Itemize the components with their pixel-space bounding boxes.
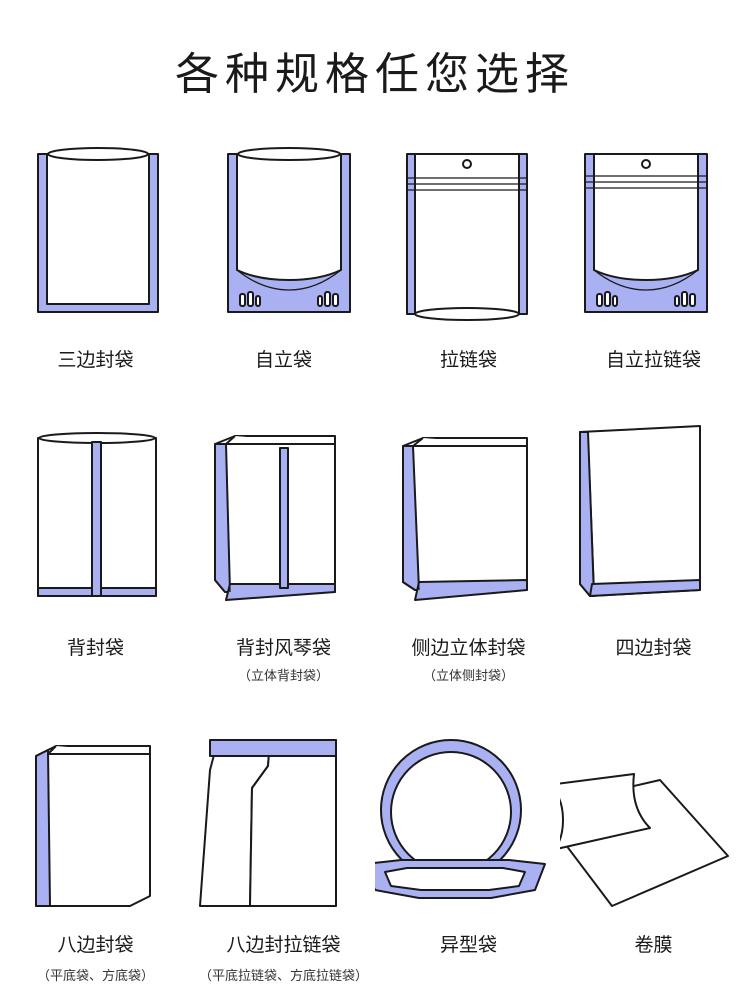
- bag-item-side-gusset: 侧边立体封袋 （立体侧封袋）: [375, 420, 562, 700]
- bag-sublabel: （平底袋、方底袋）: [36, 969, 154, 984]
- bag-label: 八边封袋: [57, 934, 134, 956]
- bag-item-three-side-seal: 三边封袋: [2, 140, 189, 390]
- bag-item-eight-side-seal-zipper: 八边封拉链袋 （平底拉链袋、方底拉链袋）: [190, 730, 377, 990]
- bag-item-back-seal: 背封袋: [2, 420, 189, 700]
- bag-item-zipper: 拉链袋: [375, 140, 562, 390]
- zipper-bag-icon: [406, 153, 528, 321]
- bag-item-shaped: 异型袋: [375, 730, 562, 990]
- bag-item-stand-up-pouch: 自立袋: [190, 140, 377, 390]
- shaped-bag-icon: [375, 739, 546, 899]
- bag-label: 三边封袋: [57, 349, 134, 371]
- bag-item-roll-film: 卷膜: [560, 730, 747, 990]
- bag-item-four-side-seal: 四边封袋: [560, 420, 747, 700]
- eight-side-seal-bag-icon: [35, 745, 151, 907]
- roll-film-icon: [560, 773, 729, 907]
- bag-item-back-seal-gusset: 背封风琴袋 （立体背封袋）: [190, 420, 377, 700]
- side-gusset-bag-icon: [402, 437, 528, 601]
- bag-label: 自立拉链袋: [605, 349, 701, 371]
- stand-up-zipper-pouch-icon: [584, 153, 708, 313]
- bag-label: 背封袋: [66, 637, 124, 659]
- bag-item-eight-side-seal: 八边封袋 （平底袋、方底袋）: [2, 730, 189, 990]
- back-seal-gusset-bag-icon: [214, 435, 336, 601]
- three-side-seal-bag-icon: [37, 147, 159, 313]
- stand-up-pouch-icon: [227, 147, 351, 313]
- bag-sublabel: （平底拉链袋、方底拉链袋）: [198, 969, 368, 984]
- bag-label: 异型袋: [439, 934, 497, 956]
- bag-sublabel: （立体侧封袋）: [422, 669, 514, 684]
- bag-item-stand-up-zipper: 自立拉链袋: [560, 140, 747, 390]
- bag-label: 八边封拉链袋: [226, 934, 341, 956]
- bag-label: 侧边立体封袋: [411, 637, 526, 659]
- bag-label: 卷膜: [634, 934, 673, 956]
- bag-sublabel: （立体背封袋）: [237, 669, 329, 684]
- bag-label: 拉链袋: [439, 349, 497, 371]
- bag-label: 背封风琴袋: [235, 637, 331, 659]
- bag-label: 四边封袋: [615, 637, 692, 659]
- eight-side-seal-zipper-bag-icon: [199, 739, 337, 907]
- four-side-seal-bag-icon: [579, 425, 701, 597]
- back-seal-bag-icon: [37, 432, 157, 597]
- bag-label: 自立袋: [254, 349, 312, 371]
- page-title: 各种规格任您选择: [175, 49, 575, 100]
